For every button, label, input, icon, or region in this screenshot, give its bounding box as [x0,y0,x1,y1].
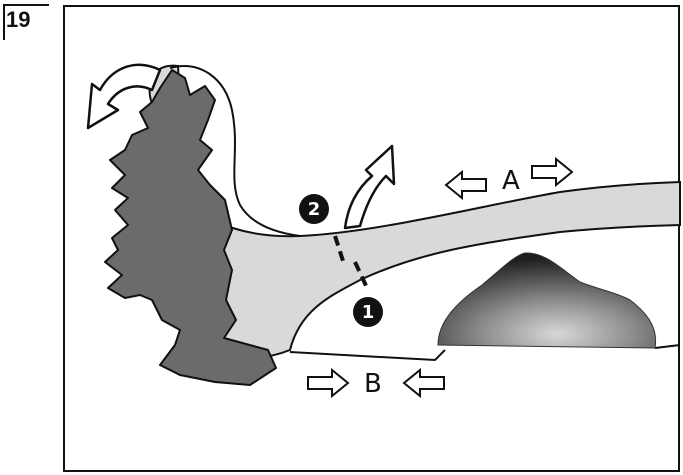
arrow-a-left-icon [446,172,486,198]
label-a: A [502,166,520,196]
label-b: B [364,369,382,399]
stone [438,253,656,348]
arrow-a-right-icon [532,159,572,185]
step-1-label: 1 [362,302,375,323]
arrow-b-right-icon [308,370,348,396]
arrow-b-left-icon [404,370,444,396]
step-2-label: 2 [308,199,321,220]
lift-arrow-icon [345,146,394,228]
